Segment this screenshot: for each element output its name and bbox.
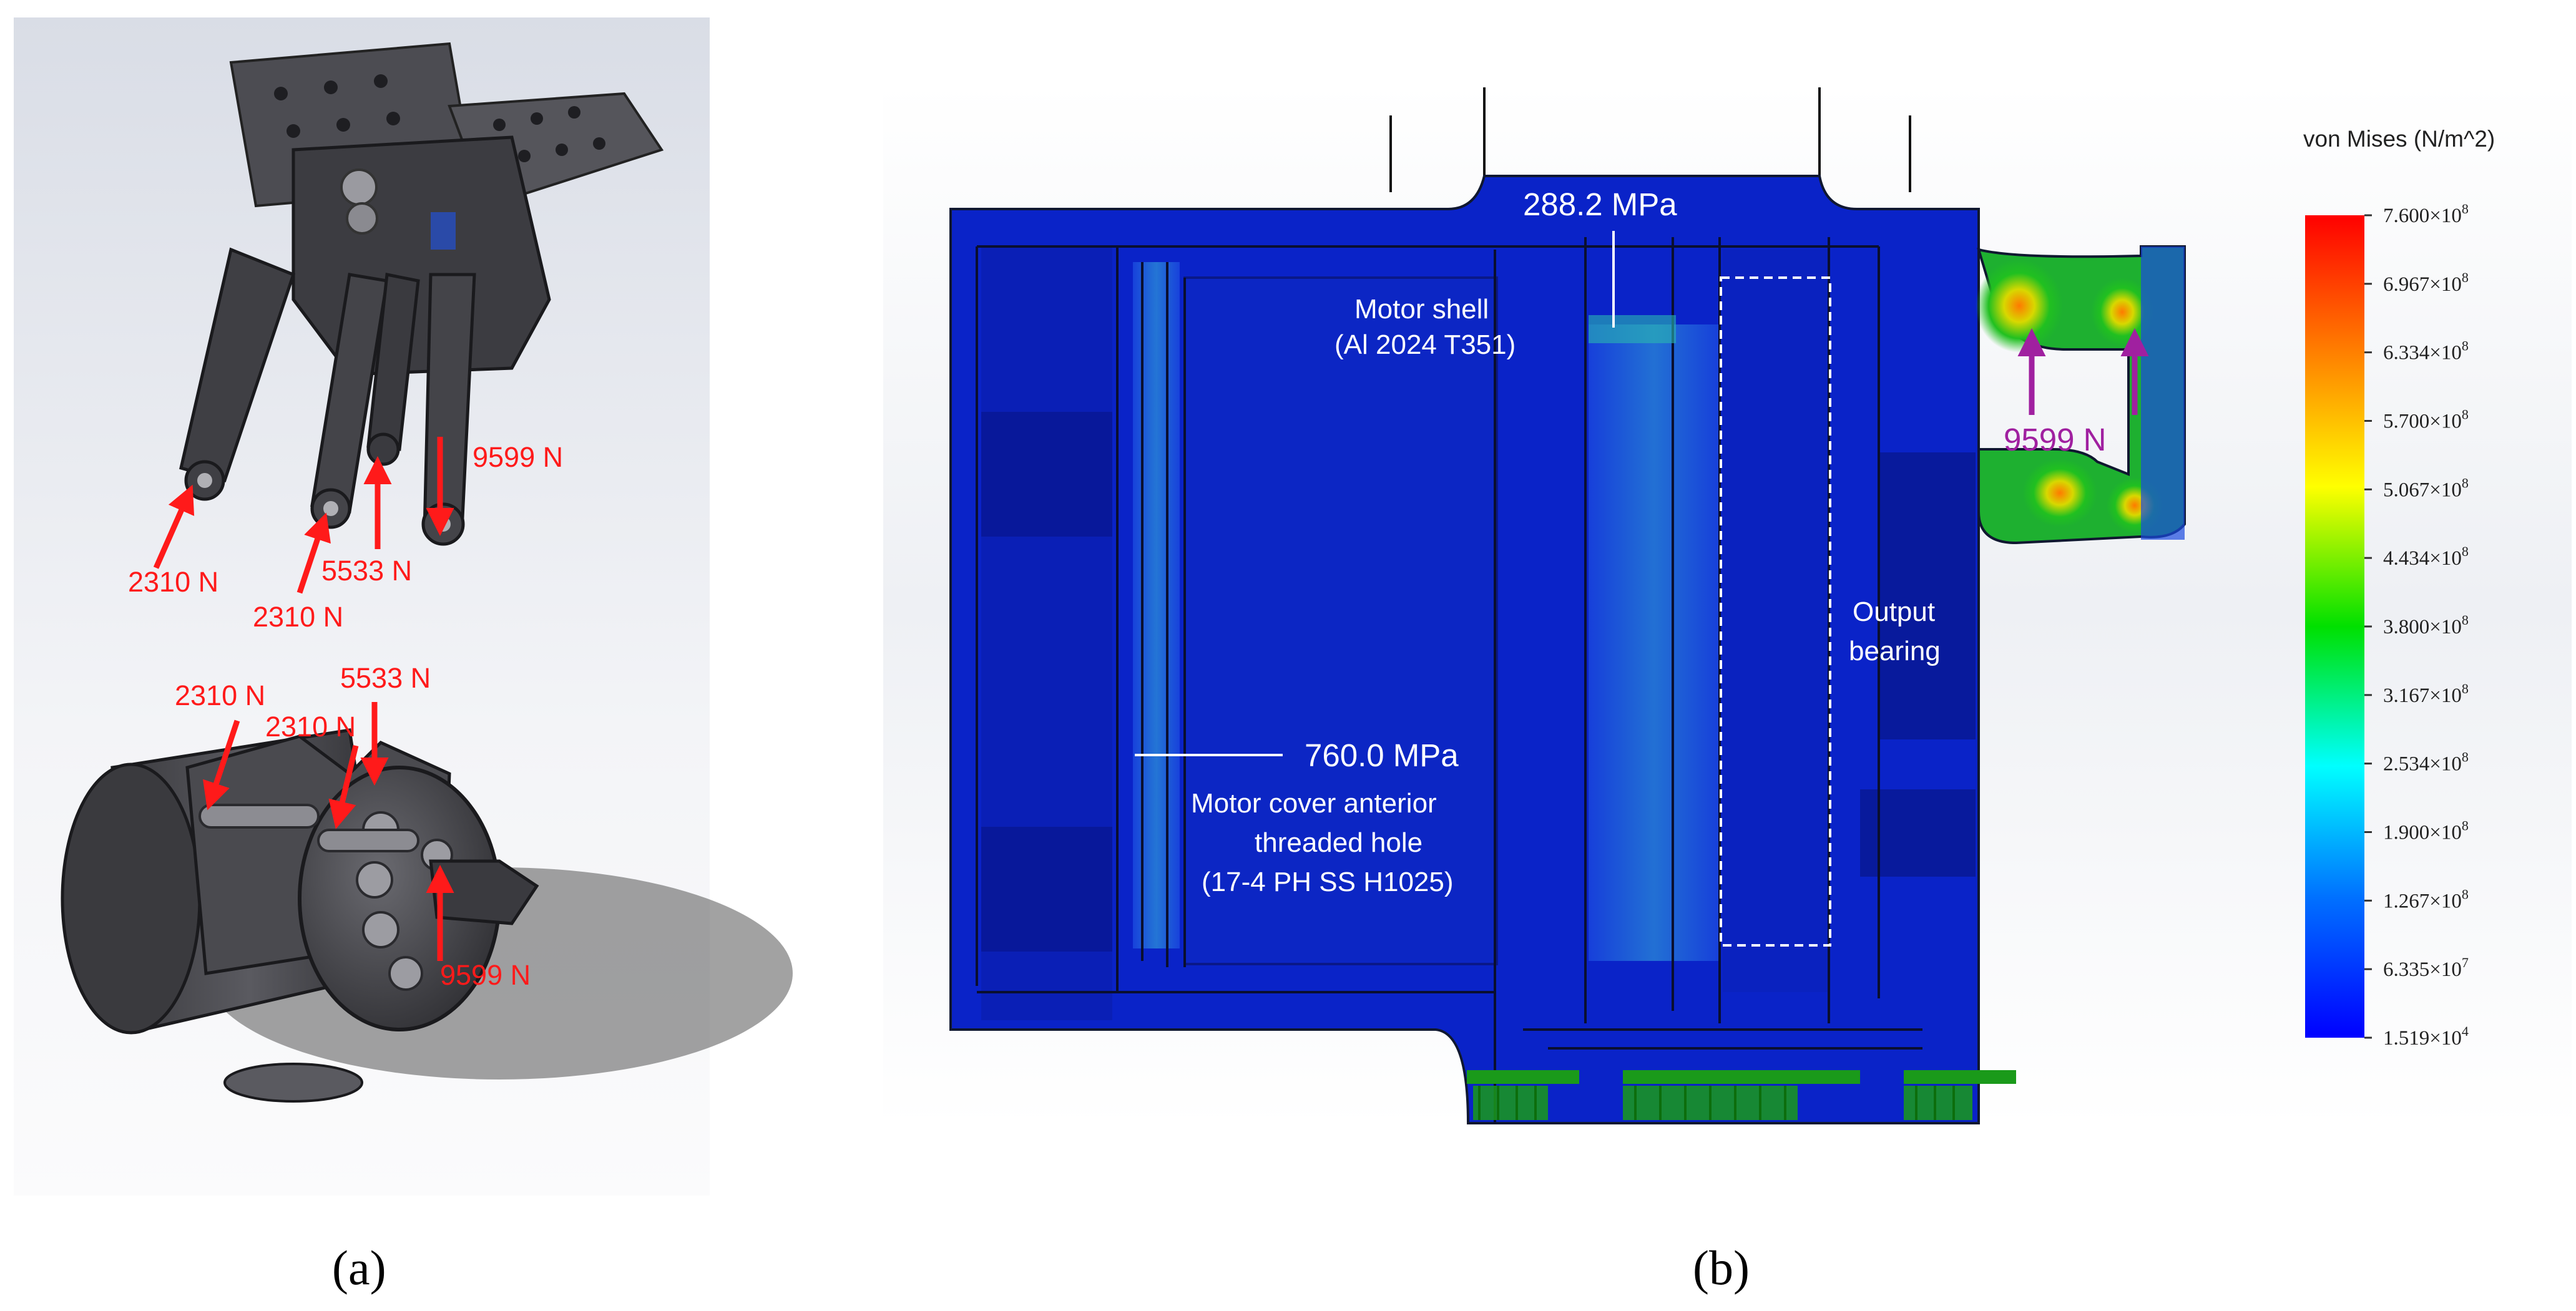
legend-tick-label: 2.534×108 <box>2383 749 2469 776</box>
legend-tick-label: 6.967×108 <box>2383 270 2469 296</box>
legend-tick-label: 1.519×104 <box>2383 1023 2469 1050</box>
fea-shell-highlight <box>1589 315 1676 343</box>
upper-force-arrows <box>153 437 454 594</box>
cross-pin-upper <box>198 804 320 829</box>
legend-tick-label: 7.600×108 <box>2383 201 2469 227</box>
lower-motor-assembly <box>61 728 793 1103</box>
fea-region <box>981 827 1112 952</box>
force-label: 2310 N <box>175 680 265 711</box>
mesh-edges <box>976 237 1922 1123</box>
force-arrow <box>328 744 359 829</box>
stress-hotspot <box>2022 459 2097 527</box>
legend-tick-label: 6.335×107 <box>2383 955 2469 981</box>
force-label: 5533 N <box>340 662 431 694</box>
legend-tick-label: 6.334×108 <box>2383 338 2469 364</box>
panel-a: 2310 N 2310 N 5533 N 9599 N 2 <box>14 17 793 1295</box>
cover-material-label: (17-4 PH SS H1025) <box>1202 867 1454 897</box>
legend-tick-label: 1.900×108 <box>2383 818 2469 844</box>
legend-tick-label: 3.167×108 <box>2383 681 2469 707</box>
force-label: 2310 N <box>253 601 343 633</box>
fea-glow-strip <box>1133 262 1180 948</box>
fea-region <box>1723 250 1829 992</box>
shell-material-label: (Al 2024 T351) <box>1335 329 1516 360</box>
fixture-hatch <box>1478 1086 1955 1120</box>
panel-b-caption: (b) <box>1693 1240 1750 1295</box>
force-arrow <box>153 484 195 569</box>
force-label: 9599 N <box>440 959 531 991</box>
base-plate <box>223 1063 363 1103</box>
clevis-frame <box>291 135 551 376</box>
bearing-label-line1: Output <box>1853 597 1935 627</box>
peak-stress-cover: 760.0 MPa <box>1305 738 1459 773</box>
legend-tick-label: 3.800×108 <box>2383 612 2469 638</box>
panel-a-caption: (a) <box>332 1240 386 1295</box>
fea-lever-end <box>2141 246 2185 540</box>
stress-legend: von Mises (N/m^2) 7.600×108 6.967×108 6.33… <box>2303 126 2495 1050</box>
force-label: 9599 N <box>473 441 563 473</box>
legend-tick-label: 5.067×108 <box>2383 475 2469 501</box>
pivot-bolt-mid <box>346 202 378 235</box>
legend-title: von Mises (N/m^2) <box>2303 126 2495 152</box>
panel-b: 288.2 MPa Motor shell (Al 2024 T351) 760… <box>883 84 2572 1295</box>
cover-label-line1: Motor cover anterior <box>1191 788 1437 819</box>
fea-region <box>1860 789 1976 877</box>
motor-back-cap <box>61 763 202 1035</box>
force-label: 2310 N <box>128 566 218 598</box>
pivot-bolt-top <box>340 168 378 206</box>
force-label: 2310 N <box>265 711 356 743</box>
upper-bracket-assembly <box>179 42 664 546</box>
fea-region <box>981 412 1112 537</box>
fea-region <box>1879 452 1976 739</box>
force-label: 5533 N <box>321 555 412 587</box>
legend-tick-label: 5.700×108 <box>2383 407 2469 433</box>
shell-label: Motor shell <box>1354 294 1489 324</box>
load-arrows <box>2017 328 2149 415</box>
peak-stress-shell: 288.2 MPa <box>1523 187 1677 222</box>
force-arrow <box>203 719 240 811</box>
colorbar <box>2305 215 2364 1038</box>
force-arrow <box>296 512 331 594</box>
lower-force-arrows <box>203 702 454 961</box>
fea-region <box>1183 276 1498 965</box>
fea-glow-strip <box>1589 324 1720 961</box>
legend-ticks: 7.600×108 6.967×108 6.334×108 5.700×108 5.06… <box>2364 201 2469 1050</box>
reference-lines <box>1389 87 1911 192</box>
cross-pin-lower <box>317 829 419 852</box>
bearing-label-line2: bearing <box>1849 636 1941 666</box>
blue-component <box>431 212 456 250</box>
legend-tick-label: 1.267×108 <box>2383 886 2469 912</box>
cover-label-line2: threaded hole <box>1255 827 1423 858</box>
output-lever <box>429 859 539 925</box>
output-bearing-box <box>1720 276 1831 947</box>
load-label: 9599 N <box>2004 422 2106 457</box>
stress-hotspot <box>1976 259 2063 353</box>
legend-tick-label: 4.434×108 <box>2383 543 2469 570</box>
